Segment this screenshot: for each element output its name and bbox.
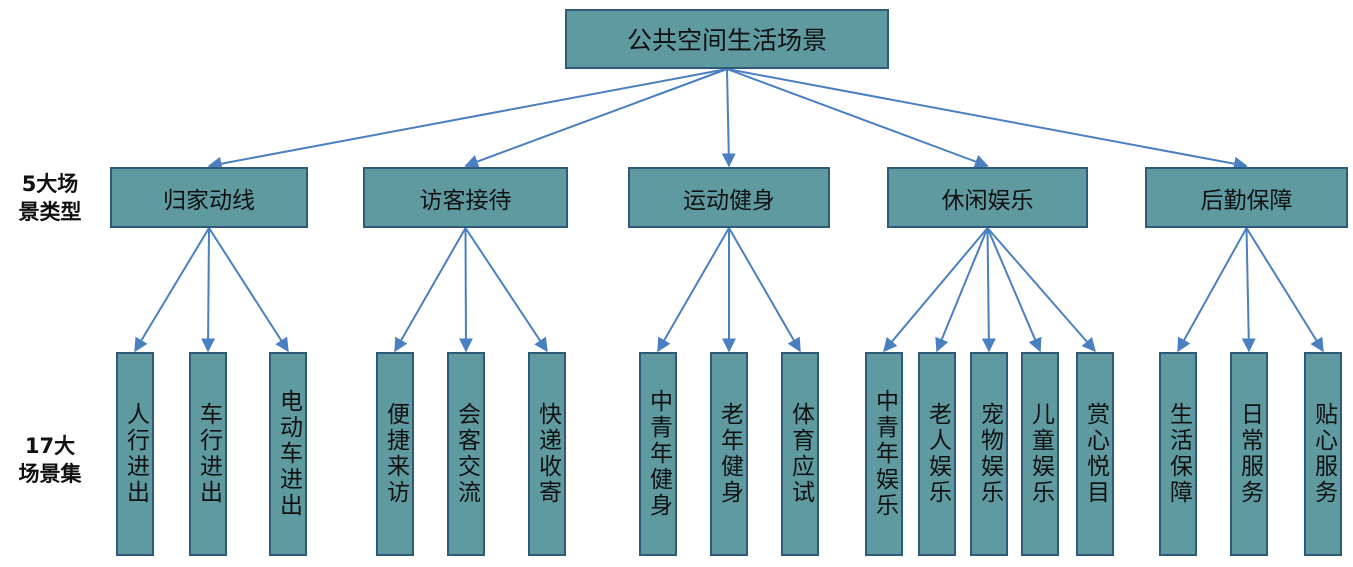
root-to-category-arrow — [721, 68, 736, 168]
scene-set-label: 电动车进出 — [275, 389, 302, 519]
scene-set-label: 老人娱乐 — [924, 402, 951, 506]
category-to-scene-arrow — [981, 227, 996, 353]
category-to-scene-arrow — [728, 227, 801, 353]
category-label: 归家动线 — [163, 187, 255, 214]
category-to-scene-arrow — [1245, 227, 1324, 353]
scene-set-node: 中青年健身 — [639, 352, 677, 556]
scene-set-node: 车行进出 — [189, 352, 227, 556]
category-node: 休闲娱乐 — [887, 167, 1088, 228]
category-to-scene-arrow — [935, 227, 989, 353]
scene-set-label: 便捷来访 — [382, 402, 409, 506]
scene-set-label: 中青年健身 — [645, 389, 672, 519]
category-to-scene-arrow — [134, 227, 210, 353]
category-to-scene-arrow — [1241, 227, 1256, 353]
scene-set-node: 电动车进出 — [269, 352, 307, 556]
scene-set-node: 会客交流 — [447, 352, 485, 556]
scene-set-label: 体育应试 — [787, 402, 814, 506]
scene-set-node: 快递收寄 — [528, 352, 566, 556]
category-to-scene-arrow — [464, 227, 548, 353]
category-to-scene-arrow — [657, 227, 730, 353]
scene-set-label: 车行进出 — [195, 402, 222, 506]
category-label: 后勤保障 — [1200, 187, 1293, 214]
scene-set-label: 中青年娱乐 — [871, 389, 898, 519]
scene-set-node: 人行进出 — [116, 352, 154, 556]
category-to-scene-arrow — [883, 227, 989, 353]
scene-set-node: 赏心悦目 — [1076, 352, 1114, 556]
root-to-category-arrow — [464, 68, 728, 169]
scene-set-node: 老年健身 — [710, 352, 748, 556]
scene-set-node: 中青年娱乐 — [865, 352, 903, 556]
category-to-scene-arrow — [201, 227, 216, 353]
scene-set-label: 老年健身 — [716, 402, 743, 506]
category-label: 访客接待 — [419, 187, 512, 214]
scene-set-node: 宠物娱乐 — [970, 352, 1008, 556]
scene-set-node: 体育应试 — [781, 352, 819, 556]
scene-set-label: 贴心服务 — [1310, 402, 1337, 506]
category-node: 运动健身 — [628, 167, 830, 228]
scene-set-label: 儿童娱乐 — [1027, 402, 1054, 506]
scene-set-node: 儿童娱乐 — [1021, 352, 1059, 556]
scene-set-label: 宠物娱乐 — [976, 402, 1003, 506]
root-to-category-arrow — [726, 68, 989, 169]
scene-set-node: 生活保障 — [1159, 352, 1197, 556]
scene-set-node: 老人娱乐 — [918, 352, 956, 556]
scene-set-label: 赏心悦目 — [1082, 402, 1109, 506]
category-node: 归家动线 — [110, 167, 308, 228]
scene-set-label: 生活保障 — [1165, 402, 1192, 506]
scene-set-label: 人行进出 — [122, 402, 149, 506]
category-node: 访客接待 — [363, 167, 568, 228]
category-to-scene-arrow — [458, 227, 473, 353]
category-to-scene-arrow — [1177, 227, 1248, 353]
level2-side-label: 5大场 景类型 — [18, 172, 82, 224]
root-to-category-arrow — [726, 68, 1248, 171]
scene-set-node: 贴心服务 — [1304, 352, 1342, 556]
category-label: 运动健身 — [683, 187, 775, 214]
scene-set-label: 会客交流 — [453, 402, 480, 506]
root-node: 公共空间生活场景 — [565, 9, 889, 69]
scene-set-node: 日常服务 — [1230, 352, 1268, 556]
category-to-scene-arrow — [986, 227, 1096, 353]
scene-set-node: 便捷来访 — [376, 352, 414, 556]
category-to-scene-arrow — [986, 227, 1042, 353]
level3-side-label: 17大 场景集 — [18, 434, 82, 486]
category-to-scene-arrow — [394, 227, 467, 353]
root-to-category-arrow — [207, 68, 728, 171]
root-label: 公共空间生活场景 — [626, 26, 827, 55]
scene-set-label: 日常服务 — [1236, 402, 1263, 506]
category-node: 后勤保障 — [1145, 167, 1348, 228]
category-label: 休闲娱乐 — [941, 187, 1034, 214]
category-to-scene-arrow — [208, 227, 289, 353]
scene-set-label: 快递收寄 — [534, 402, 561, 506]
